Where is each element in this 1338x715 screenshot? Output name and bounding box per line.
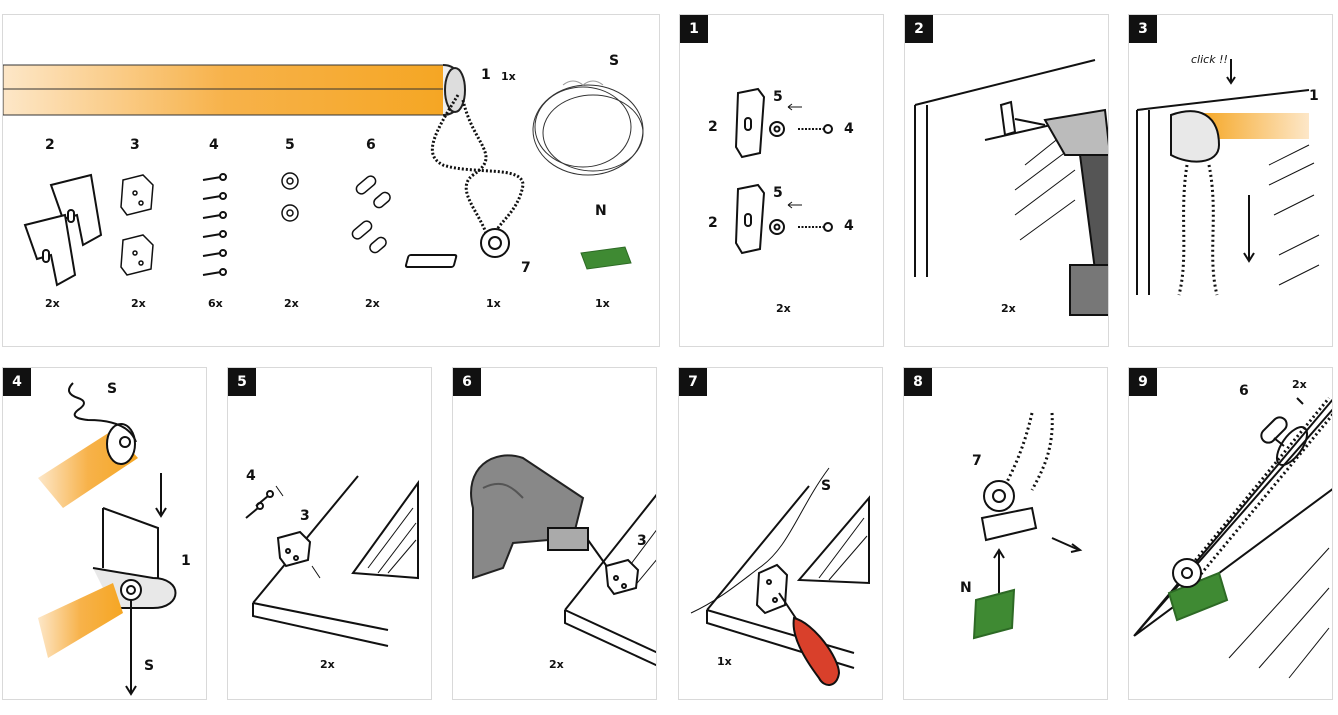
part-label-n: N: [595, 203, 607, 219]
part-qty-roller: 1x: [501, 70, 516, 83]
wire-coil: [532, 80, 644, 176]
part-label-3: 3: [130, 137, 140, 153]
step-8-label-7: 7: [972, 453, 982, 469]
step-4-label-s-top: S: [107, 381, 118, 397]
step-1-label-4b: 4: [844, 218, 854, 234]
washers-5: [281, 172, 299, 222]
step-2-qty: 2x: [1001, 302, 1016, 315]
parts-illustration: [3, 64, 644, 287]
part-qty-5: 2x: [284, 297, 299, 310]
bead-chain: [430, 94, 525, 241]
step-8-illustration: [972, 412, 1083, 640]
step-2-panel: 2 2x: [904, 14, 1109, 347]
adhesive-pad: [580, 246, 632, 270]
step-1-label-5b: 5: [773, 185, 783, 201]
step-3-note: click !!: [1191, 53, 1228, 66]
part-label-7: 7: [521, 260, 531, 276]
step-number: 9: [1129, 368, 1157, 396]
step-1-label-4a: 4: [844, 121, 854, 137]
step-5-label-4: 4: [246, 468, 256, 484]
step-9-qty: 2x: [1292, 378, 1307, 391]
step-7-label-s: S: [821, 478, 832, 494]
step-6-illustration: [470, 454, 656, 667]
step-1-label-5a: 5: [773, 89, 783, 105]
step-4-label-1: 1: [181, 553, 191, 569]
step-5-illustration: [245, 475, 419, 647]
step-6-label-3: 3: [637, 533, 647, 549]
step-9-label-6: 6: [1239, 383, 1249, 399]
step-9-panel: 9 6 2x: [1128, 367, 1333, 700]
part-label-5: 5: [285, 137, 295, 153]
step-1-label-2b: 2: [708, 215, 718, 231]
parts-panel: 1 1x S 2 3 4 5 6 7 N 2x 2x 6x 2x 2x 1x 1…: [2, 14, 660, 347]
step-number: 5: [228, 368, 256, 396]
step-number: 2: [905, 15, 933, 43]
step-9-illustration: [1133, 397, 1332, 679]
part-label-4: 4: [209, 137, 219, 153]
part-qty-3: 2x: [131, 297, 146, 310]
step-number: 6: [453, 368, 481, 396]
step-7-qty: 1x: [717, 655, 732, 668]
step-4-panel: 4 S 1 S: [2, 367, 207, 700]
part-label-chain: S: [609, 53, 620, 69]
part-label-6: 6: [366, 137, 376, 153]
bracket-2: [23, 173, 103, 287]
step-2-illustration: [914, 59, 1108, 316]
step-number: 7: [679, 368, 707, 396]
part-qty-n: 1x: [595, 297, 610, 310]
step-5-panel: 5 4 3 2x: [227, 367, 432, 700]
part-label-roller: 1: [481, 67, 491, 83]
step-8-label-n: N: [960, 580, 972, 596]
step-5-qty: 2x: [320, 658, 335, 671]
step-5-label-3: 3: [300, 508, 310, 524]
roller-tube: [3, 64, 466, 116]
step-number: 8: [904, 368, 932, 396]
step-3-label-1: 1: [1309, 88, 1319, 104]
step-1-qty: 2x: [776, 302, 791, 315]
step-number: 1: [680, 15, 708, 43]
step-8-panel: 8 7 N: [903, 367, 1108, 700]
step-6-panel: 6 3 2x: [452, 367, 657, 700]
clips-6: [351, 175, 391, 254]
step-4-illustration: [38, 382, 177, 696]
part-label-2: 2: [45, 137, 55, 153]
part-qty-7: 1x: [486, 297, 501, 310]
part-qty-6: 2x: [365, 297, 380, 310]
step-number: 4: [3, 368, 31, 396]
step-7-panel: 7 S 1x: [678, 367, 883, 700]
step-3-panel: 3 click !! 1: [1128, 14, 1333, 347]
step-1-label-2a: 2: [708, 119, 718, 135]
step-3-illustration: [1136, 59, 1320, 296]
step-1-panel: 1 2 5 4 2 5 4 2x: [679, 14, 884, 347]
part-qty-2: 2x: [45, 297, 60, 310]
part-qty-4: 6x: [208, 297, 223, 310]
bracket-3: [120, 174, 154, 276]
screws-4: [202, 173, 227, 276]
step-6-qty: 2x: [549, 658, 564, 671]
step-7-illustration: [690, 467, 870, 686]
step-number: 3: [1129, 15, 1157, 43]
chain-tensioner: [404, 228, 510, 268]
step-4-label-s-bottom: S: [144, 658, 155, 674]
step-1-illustration: [734, 87, 833, 255]
